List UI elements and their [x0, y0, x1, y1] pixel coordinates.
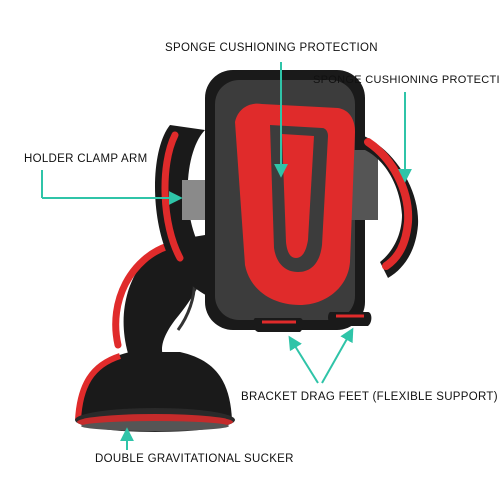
arrow-feet-right	[321, 327, 354, 384]
suction-sucker	[75, 352, 235, 432]
arrow-feet-left	[288, 335, 319, 384]
label-sponge-top: SPONGE CUSHIONING PROTECTION	[165, 42, 378, 54]
label-clamp-arm: HOLDER CLAMP ARM	[24, 153, 148, 165]
right-clamp-arm	[362, 135, 419, 278]
sponge-pad-main	[235, 103, 355, 305]
callout-arrows	[41, 62, 412, 450]
bracket-drag-feet	[253, 312, 372, 332]
label-drag-feet: BRACKET DRAG FEET (FLEXIBLE SUPPORT)	[241, 391, 498, 403]
label-sponge-right: SPONGE CUSHIONING PROTECTION	[313, 74, 500, 86]
label-sucker: DOUBLE GRAVITATIONAL SUCKER	[95, 453, 294, 465]
